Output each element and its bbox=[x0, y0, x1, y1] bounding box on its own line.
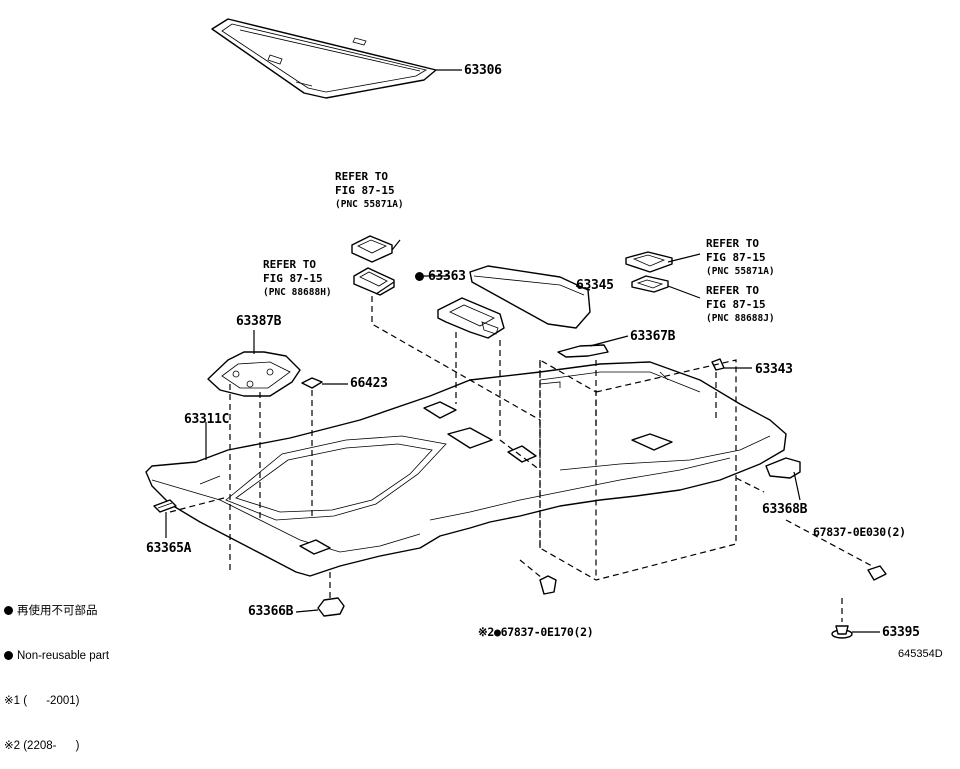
refer-note-line2: FIG 87-15 bbox=[706, 298, 766, 311]
refer-note-line2: FIG 87-15 bbox=[706, 251, 766, 264]
refer-note-line1: REFER TO bbox=[706, 284, 759, 297]
bracket-88688J bbox=[631, 275, 669, 293]
legend-en: Non-reusable part bbox=[4, 649, 109, 664]
clip-63365A bbox=[153, 499, 177, 513]
clip-67837-0E170 bbox=[539, 575, 557, 595]
parts-diagram: 63306 63363 63345 63367B 63387B 66423 63… bbox=[4, 18, 943, 752]
clip-67837-0E030 bbox=[867, 565, 887, 581]
callout-63395: 63395 bbox=[882, 625, 920, 640]
console-frame-63387B bbox=[207, 351, 301, 397]
callout-63366B: 63366B bbox=[248, 604, 294, 619]
callout-63365A: 63365A bbox=[146, 541, 192, 556]
refer-note-line3: (PNC 88688H) bbox=[263, 287, 332, 298]
refer-note-line3: (PNC 55871A) bbox=[706, 266, 775, 277]
callout-63387B: 63387B bbox=[236, 314, 282, 329]
callout-67837-0E170: ※2●67837-0E170(2) bbox=[478, 625, 594, 639]
upper-trim-55871A-right bbox=[625, 251, 673, 273]
upper-trim-55871A-left bbox=[351, 235, 393, 263]
refer-note-line1: REFER TO bbox=[263, 258, 316, 271]
grip-handle-63363 bbox=[437, 297, 505, 339]
headliner-63311C bbox=[145, 361, 787, 577]
legend-note-2: ※2 (2208- ) bbox=[4, 740, 80, 752]
refer-note-line1: REFER TO bbox=[335, 170, 388, 183]
clip-66423 bbox=[301, 377, 323, 389]
legend-en-text: Non-reusable part bbox=[17, 650, 110, 662]
diagram-drawing bbox=[145, 18, 887, 639]
assembly-dashed-lines bbox=[169, 296, 873, 622]
refer-note-line2: FIG 87-15 bbox=[263, 272, 323, 285]
sunshade-part bbox=[211, 18, 437, 99]
callout-63367B: 63367B bbox=[630, 329, 676, 344]
black-dot-icon bbox=[415, 272, 424, 281]
cover-63366B bbox=[317, 597, 345, 617]
clip-63367B bbox=[557, 344, 609, 358]
figure-code: 645354D bbox=[898, 648, 943, 660]
refer-note-line3: (PNC 55871A) bbox=[335, 199, 404, 210]
callout-63363: 63363 bbox=[415, 270, 466, 284]
callout-63311C: 63311C bbox=[184, 412, 230, 427]
legend: 再使用不可部品 Non-reusable part ※1 ( -2001) ※2… bbox=[4, 574, 109, 769]
leader-lines bbox=[165, 239, 880, 633]
callout-63306: 63306 bbox=[464, 63, 502, 78]
callout-63363-text: 63363 bbox=[428, 269, 466, 284]
callout-63368B: 63368B bbox=[762, 502, 808, 517]
refer-note-line1: REFER TO bbox=[706, 237, 759, 250]
callout-66423: 66423 bbox=[350, 376, 388, 391]
refer-note-line3: (PNC 88688J) bbox=[706, 313, 775, 324]
legend-jp: 再使用不可部品 bbox=[4, 604, 109, 619]
bracket-63368B bbox=[765, 457, 801, 479]
refer-note-line2: FIG 87-15 bbox=[335, 184, 395, 197]
callout-67837-0E030: 67837-0E030(2) bbox=[813, 525, 906, 539]
callout-63343: 63343 bbox=[755, 362, 793, 377]
clip-63395 bbox=[831, 625, 853, 639]
black-dot-icon bbox=[4, 606, 13, 615]
legend-jp-text: 再使用不可部品 bbox=[17, 605, 98, 617]
black-dot-icon bbox=[4, 651, 13, 660]
pad-63345 bbox=[469, 265, 591, 329]
callout-63345: 63345 bbox=[576, 278, 614, 293]
bracket-88688H bbox=[353, 267, 395, 296]
legend-note-1: ※1 ( -2001) bbox=[4, 695, 80, 707]
